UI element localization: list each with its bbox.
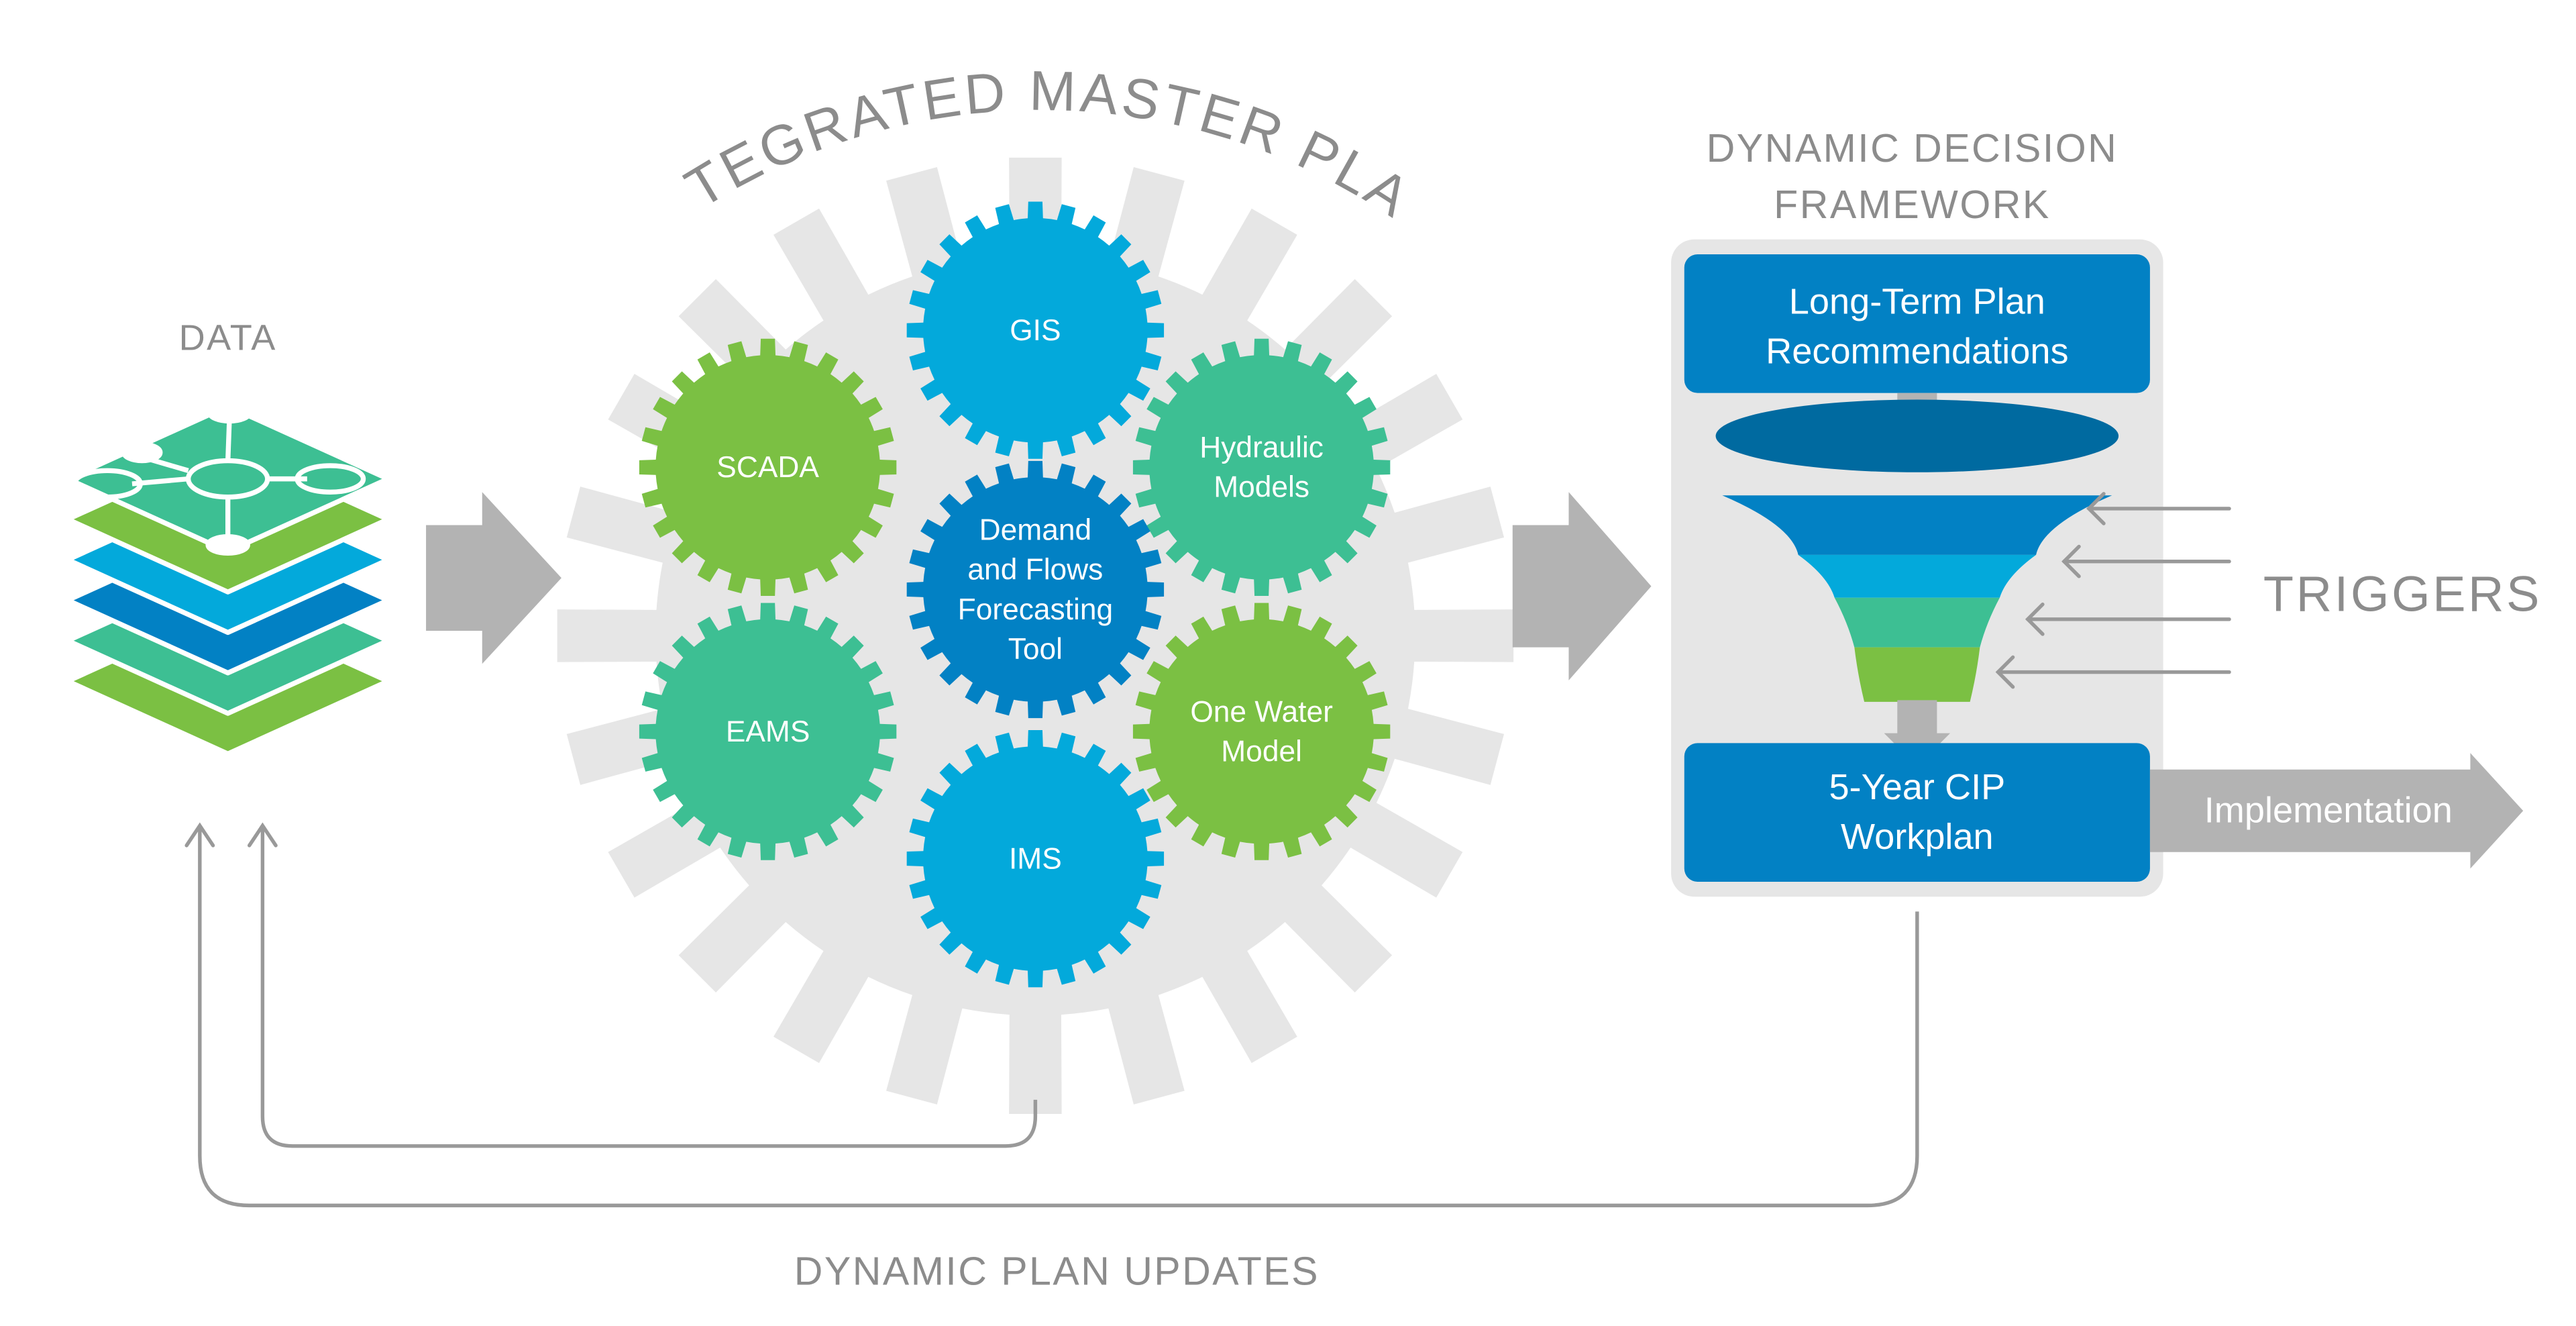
implementation-label: Implementation [2204,790,2453,830]
gear-icon [906,201,1165,459]
cip-workplan-line2: Workplan [1841,817,1994,857]
gear-icon [1132,338,1391,597]
cip-workplan-line1: 5-Year CIP [1829,767,2005,807]
trigger-arrow [2086,492,2231,525]
gear-icon [639,338,897,597]
data-title: DATA [179,318,277,358]
feedback-arrowhead-inner [247,822,278,848]
gear-label: EAMS [726,715,810,748]
trigger-arrow [2061,544,2231,578]
data-layers-stack-icon [65,402,391,757]
network-hub-icon [72,402,366,556]
framework-title-line2: FRAMEWORK [1774,183,2051,227]
gear-ims[interactable]: IMS [906,729,1165,988]
master-plan-title: INTEGRATED MASTER PLAN [0,0,1423,230]
framework-title-line1: DYNAMIC DECISION [1707,126,2118,170]
feedback-loop-inner [260,825,1038,1148]
gear-label: and Flows [967,554,1103,586]
gear-label: Hydraulic [1199,431,1324,464]
gear-icon [639,603,897,860]
gear-label: Forecasting [958,593,1113,626]
arrow-plan-to-framework [1512,492,1652,680]
gear-icon [1132,603,1391,860]
feedback-arrowhead-outer [184,822,215,848]
funnel-icon [1715,399,2119,702]
gear-label: IMS [1009,842,1062,875]
funnel-band [1854,647,1980,702]
funnel-band [1798,554,2037,598]
gear-label: Models [1214,471,1309,504]
long-term-plan-box[interactable] [1684,254,2150,393]
gear-label: Tool [1008,633,1063,666]
gear-icon [906,729,1165,988]
gear-label: Demand [979,514,1091,547]
triggers-label: TRIGGERS [2263,566,2542,621]
long-term-plan-line1: Long-Term Plan [1789,282,2045,322]
funnel-band [1834,597,2000,648]
gear-scada[interactable]: SCADA [639,338,897,597]
implementation-arrow[interactable] [2149,753,2524,869]
feedback-loop-outer [198,825,1919,1208]
gear-icon [906,460,1165,719]
cip-workplan-box[interactable] [1684,743,2150,882]
gear-label: One Water [1190,695,1333,728]
gear-label: GIS [1010,314,1061,347]
long-term-plan-line2: Recommendations [1766,331,2068,371]
gear-eams[interactable]: EAMS [639,603,897,860]
gear-label: Model [1221,735,1302,768]
gear-label: SCADA [716,451,819,484]
trigger-arrow [2025,602,2231,636]
dynamic-plan-updates-label: DYNAMIC PLAN UPDATES [794,1249,1320,1293]
trigger-arrows [1995,492,2231,689]
arrow-data-to-plan [426,492,561,664]
funnel-band [1722,495,2112,555]
trigger-arrow [1995,655,2231,689]
gear-gis[interactable]: GIS [906,201,1165,459]
funnel-top [1715,399,2119,472]
